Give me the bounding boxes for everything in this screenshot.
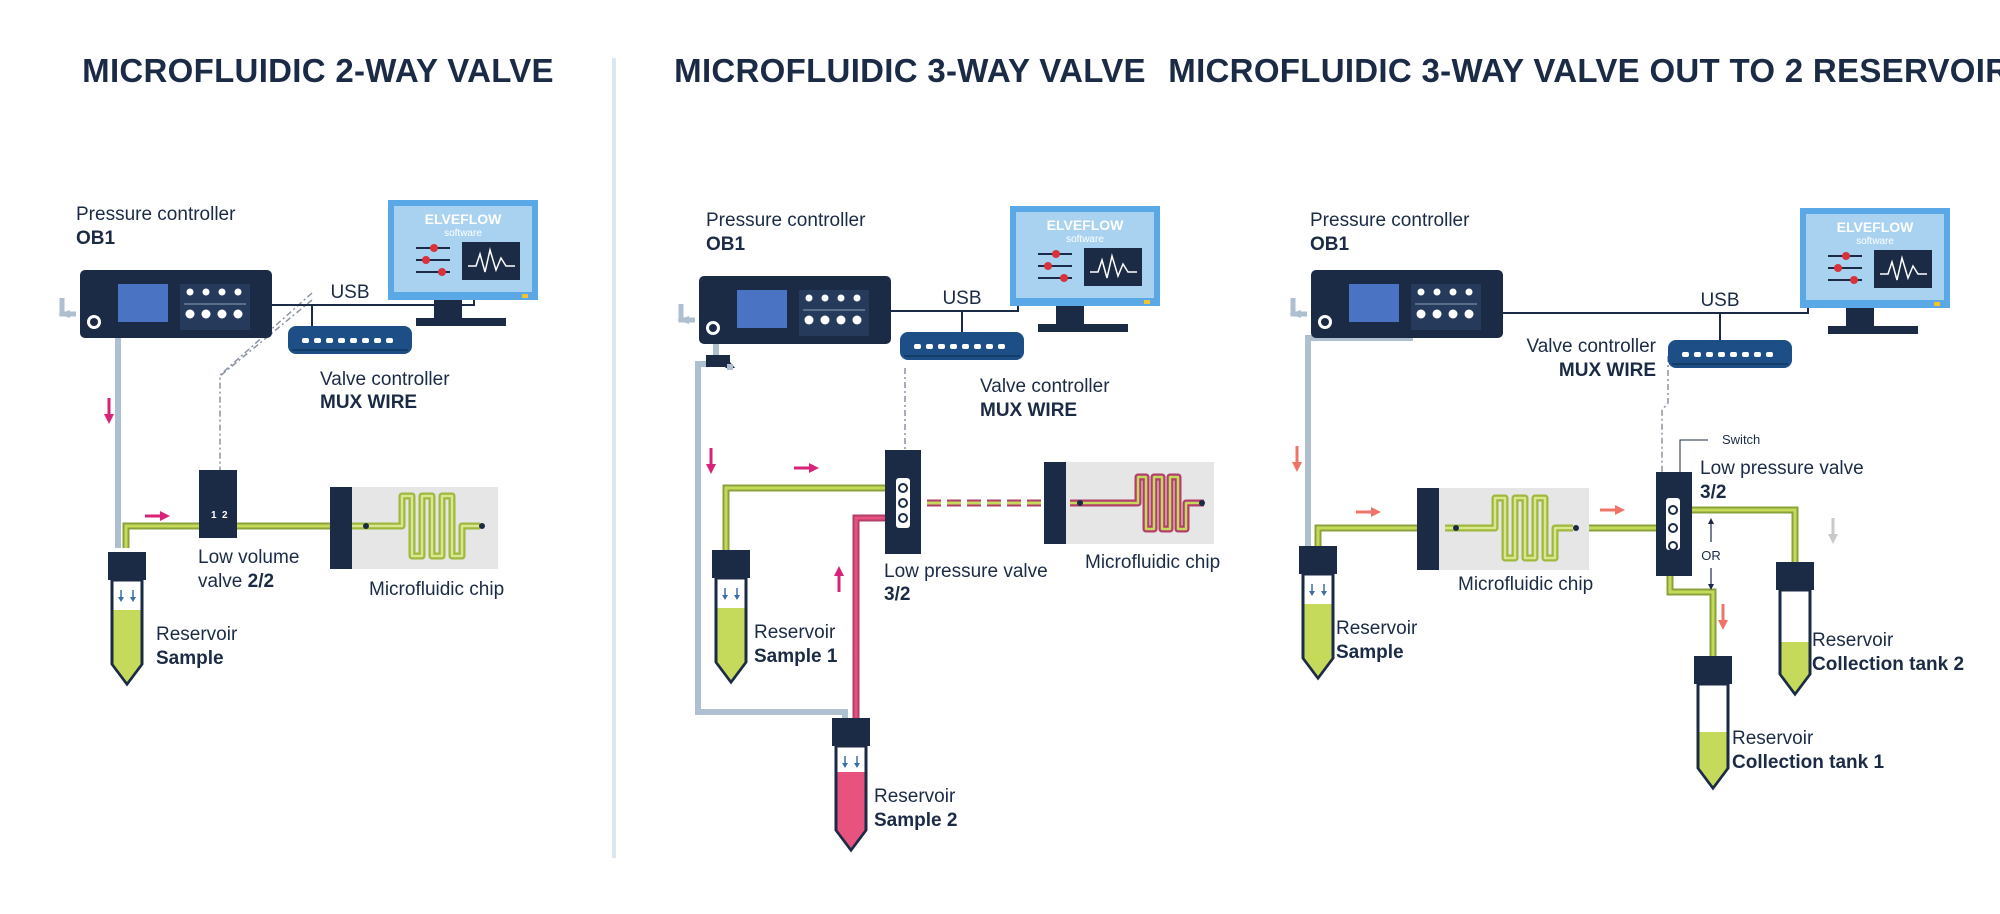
software-sub: software: [1856, 236, 1894, 247]
valve-icon: [885, 450, 921, 554]
flow-arrow-icon: [104, 398, 170, 521]
valve-controller-model: MUX WIRE: [320, 392, 417, 413]
usb-label: USB: [1700, 290, 1739, 311]
reservoir-tube-icon: [1297, 544, 1339, 680]
usb-label: USB: [942, 288, 981, 309]
reservoir-label: Reservoir: [156, 624, 238, 645]
pressure-controller-icon: [58, 270, 272, 338]
valve-controller-label: Valve controller: [980, 376, 1110, 397]
valve-model: 2/2: [248, 571, 274, 592]
reservoir-tube-icon: [1692, 654, 1734, 790]
reservoir2-label: Reservoir: [874, 786, 956, 807]
panel-3-way-valve: MICROFLUIDIC 3-WAY VALVE Pressure contro…: [674, 52, 1220, 852]
mux-wire-icon: [287, 325, 413, 355]
panel-title: MICROFLUIDIC 2-WAY VALVE: [82, 52, 554, 89]
reservoir-tube-icon: [1774, 560, 1816, 696]
valve-port-1: 1: [211, 510, 217, 521]
switch-label: Switch: [1722, 432, 1760, 447]
valve-model: 3/2: [884, 584, 910, 605]
valve-port-2: 2: [222, 510, 228, 521]
collection2-name: Collection tank 2: [1812, 654, 1964, 675]
microfluidic-chip-icon: [1044, 462, 1214, 544]
collection1-label: Reservoir: [1732, 728, 1814, 749]
panel-3-way-valve-2-reservoirs: MICROFLUIDIC 3-WAY VALVE OUT TO 2 RESERV…: [1168, 52, 2000, 790]
software-brand: ELVEFLOW: [1047, 217, 1125, 233]
valve-label: Low pressure valve: [1700, 458, 1864, 479]
reservoir-name: Sample: [156, 648, 224, 669]
pressure-controller-icon: [1289, 270, 1503, 338]
valve-label-line1: Low volume: [198, 547, 299, 568]
usb-label: USB: [330, 282, 369, 303]
collection1-name: Collection tank 1: [1732, 752, 1884, 773]
valve-model: 3/2: [1700, 482, 1726, 503]
valve-controller-model: MUX WIRE: [980, 400, 1077, 421]
valve-controller-label: Valve controller: [320, 369, 450, 390]
collection2-label: Reservoir: [1812, 630, 1894, 651]
microfluidic-chip-icon: [1417, 488, 1589, 570]
reservoir2-name: Sample 2: [874, 810, 957, 831]
reservoir-tube-icon: [710, 548, 752, 684]
valve-controller-model: MUX WIRE: [1559, 360, 1656, 381]
valve-label-prefix: valve: [198, 571, 248, 592]
pressure-controller-model: OB1: [706, 234, 746, 255]
valve-label: Low pressure valve: [884, 561, 1048, 582]
software-brand: ELVEFLOW: [1837, 219, 1915, 235]
flow-arrow-icon: [1292, 446, 1838, 630]
reservoir1-label: Reservoir: [754, 622, 836, 643]
reservoir-tube-icon: [106, 550, 148, 686]
panel-title: MICROFLUIDIC 3-WAY VALVE OUT TO 2 RESERV…: [1168, 52, 2000, 89]
panel-2-way-valve: MICROFLUIDIC 2-WAY VALVE Pressure contro…: [58, 52, 554, 686]
chip-label: Microfluidic chip: [369, 579, 504, 600]
reservoir-tube-icon: [830, 716, 872, 852]
valve-controller-label: Valve controller: [1526, 336, 1656, 357]
pressure-controller-icon: [677, 276, 891, 344]
software-brand: ELVEFLOW: [425, 211, 503, 227]
pressure-controller-model: OB1: [1310, 234, 1350, 255]
valve-icon: 1 2: [199, 470, 237, 538]
reservoir1-name: Sample 1: [754, 646, 838, 667]
flow-arrow-icon: [706, 448, 844, 592]
pressure-controller-label: Pressure controller: [706, 210, 866, 231]
mux-wire-icon: [1667, 339, 1793, 369]
pressure-controller-label: Pressure controller: [1310, 210, 1470, 231]
software-sub: software: [1066, 234, 1104, 245]
pressure-controller-model: OB1: [76, 228, 116, 249]
or-label: OR: [1701, 548, 1721, 563]
chip-label: Microfluidic chip: [1085, 552, 1220, 573]
panel-title: MICROFLUIDIC 3-WAY VALVE: [674, 52, 1146, 89]
reservoir-label: Reservoir: [1336, 618, 1418, 639]
mux-wire-icon: [899, 331, 1025, 361]
reservoir-name: Sample: [1336, 642, 1404, 663]
chip-label: Microfluidic chip: [1458, 574, 1593, 595]
valve-icon: [1656, 472, 1692, 576]
valve-label-line2: valve 2/2: [198, 571, 274, 592]
microfluidic-chip-icon: [330, 487, 498, 569]
software-sub: software: [444, 228, 482, 239]
pressure-controller-label: Pressure controller: [76, 204, 236, 225]
